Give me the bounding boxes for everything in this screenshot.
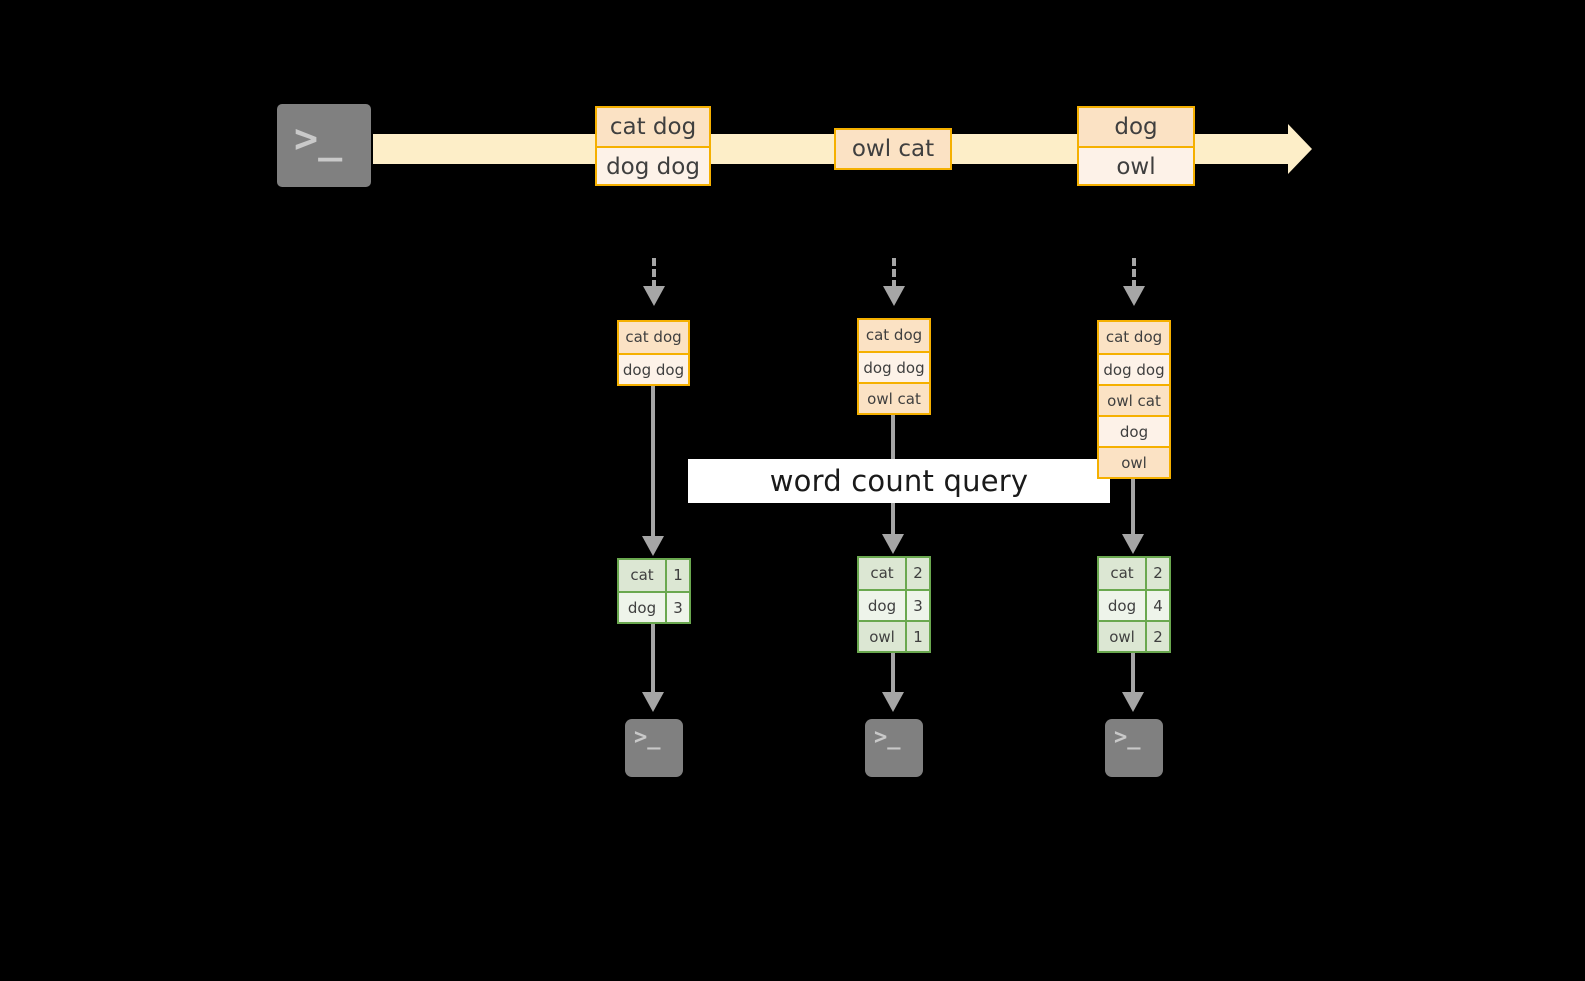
result-word: cat <box>1099 558 1145 589</box>
snapshot-record: owl <box>1099 446 1169 477</box>
sink-terminal-icon-2: >_ <box>858 712 930 784</box>
result-word: dog <box>1099 591 1145 620</box>
result-row: owl 1 <box>859 620 929 651</box>
source-terminal-icon: >_ <box>268 95 380 196</box>
query-line-1 <box>651 383 655 538</box>
result-row: owl 2 <box>1099 620 1169 651</box>
query-banner-label: word count query <box>769 464 1029 498</box>
snapshot-record: dog dog <box>619 353 688 384</box>
terminal-body <box>865 719 923 777</box>
snapshot-record: dog dog <box>1099 353 1169 384</box>
result-row: cat 1 <box>619 560 689 591</box>
result-count: 1 <box>665 560 689 591</box>
result-count: 2 <box>1145 558 1169 589</box>
snapshot-record: cat dog <box>859 320 929 351</box>
snapshot-tap-line-3 <box>1132 258 1136 288</box>
stream-record-group-1: cat dog dog dog <box>595 106 711 186</box>
sink-line-3 <box>1131 652 1135 694</box>
snapshot-record: cat dog <box>1099 322 1169 353</box>
terminal-prompt-glyph: >_ <box>1114 725 1141 750</box>
result-word: cat <box>859 558 905 589</box>
terminal-body <box>1105 719 1163 777</box>
result-word: owl <box>859 622 905 651</box>
result-word: cat <box>619 560 665 591</box>
result-count: 3 <box>905 591 929 620</box>
result-table-2: cat 2 dog 3 owl 1 <box>857 556 931 653</box>
event-stream-arrowhead <box>1288 124 1312 174</box>
stream-record: owl <box>1079 146 1193 184</box>
result-count: 4 <box>1145 591 1169 620</box>
snapshot-record: owl cat <box>859 382 929 413</box>
snapshot-tap-arrowhead-1 <box>643 286 665 306</box>
result-row: dog 3 <box>859 589 929 620</box>
snapshot-record: dog dog <box>859 351 929 382</box>
query-arrowhead-1 <box>642 536 664 556</box>
snapshot-tap-line-1 <box>652 258 656 288</box>
terminal-prompt-glyph: >_ <box>294 116 343 162</box>
terminal-prompt-glyph: >_ <box>874 725 901 750</box>
sink-arrowhead-2 <box>882 692 904 712</box>
query-arrowhead-3 <box>1122 534 1144 554</box>
result-count: 3 <box>665 593 689 622</box>
terminal-body <box>625 719 683 777</box>
snapshot-tap-arrowhead-3 <box>1123 286 1145 306</box>
stream-record: dog dog <box>597 146 709 184</box>
result-row: cat 2 <box>859 558 929 589</box>
snapshot-stack-3: cat dog dog dog owl cat dog owl <box>1097 320 1171 479</box>
query-banner: word count query <box>688 459 1110 503</box>
result-count: 2 <box>905 558 929 589</box>
sink-arrowhead-1 <box>642 692 664 712</box>
snapshot-stack-2: cat dog dog dog owl cat <box>857 318 931 415</box>
result-row: dog 3 <box>619 591 689 622</box>
stream-record: dog <box>1079 108 1193 146</box>
snapshot-tap-line-2 <box>892 258 896 288</box>
result-row: cat 2 <box>1099 558 1169 589</box>
stream-record: cat dog <box>597 108 709 146</box>
sink-terminal-icon-3: >_ <box>1098 712 1170 784</box>
result-count: 2 <box>1145 622 1169 651</box>
result-table-3: cat 2 dog 4 owl 2 <box>1097 556 1171 653</box>
sink-terminal-icon-1: >_ <box>618 712 690 784</box>
snapshot-record: dog <box>1099 415 1169 446</box>
result-table-1: cat 1 dog 3 <box>617 558 691 624</box>
stream-record: owl cat <box>836 130 950 168</box>
query-arrowhead-2 <box>882 534 904 554</box>
snapshot-record: cat dog <box>619 322 688 353</box>
result-word: dog <box>859 591 905 620</box>
sink-line-1 <box>651 622 655 694</box>
terminal-body <box>277 104 371 187</box>
result-count: 1 <box>905 622 929 651</box>
snapshot-record: owl cat <box>1099 384 1169 415</box>
terminal-prompt-glyph: >_ <box>634 725 661 750</box>
sink-arrowhead-3 <box>1122 692 1144 712</box>
stream-record-group-3: dog owl <box>1077 106 1195 186</box>
snapshot-tap-arrowhead-2 <box>883 286 905 306</box>
sink-line-2 <box>891 652 895 694</box>
result-word: owl <box>1099 622 1145 651</box>
result-word: dog <box>619 593 665 622</box>
query-line-3 <box>1131 474 1135 538</box>
result-row: dog 4 <box>1099 589 1169 620</box>
stream-record-group-2: owl cat <box>834 128 952 170</box>
snapshot-stack-1: cat dog dog dog <box>617 320 690 386</box>
